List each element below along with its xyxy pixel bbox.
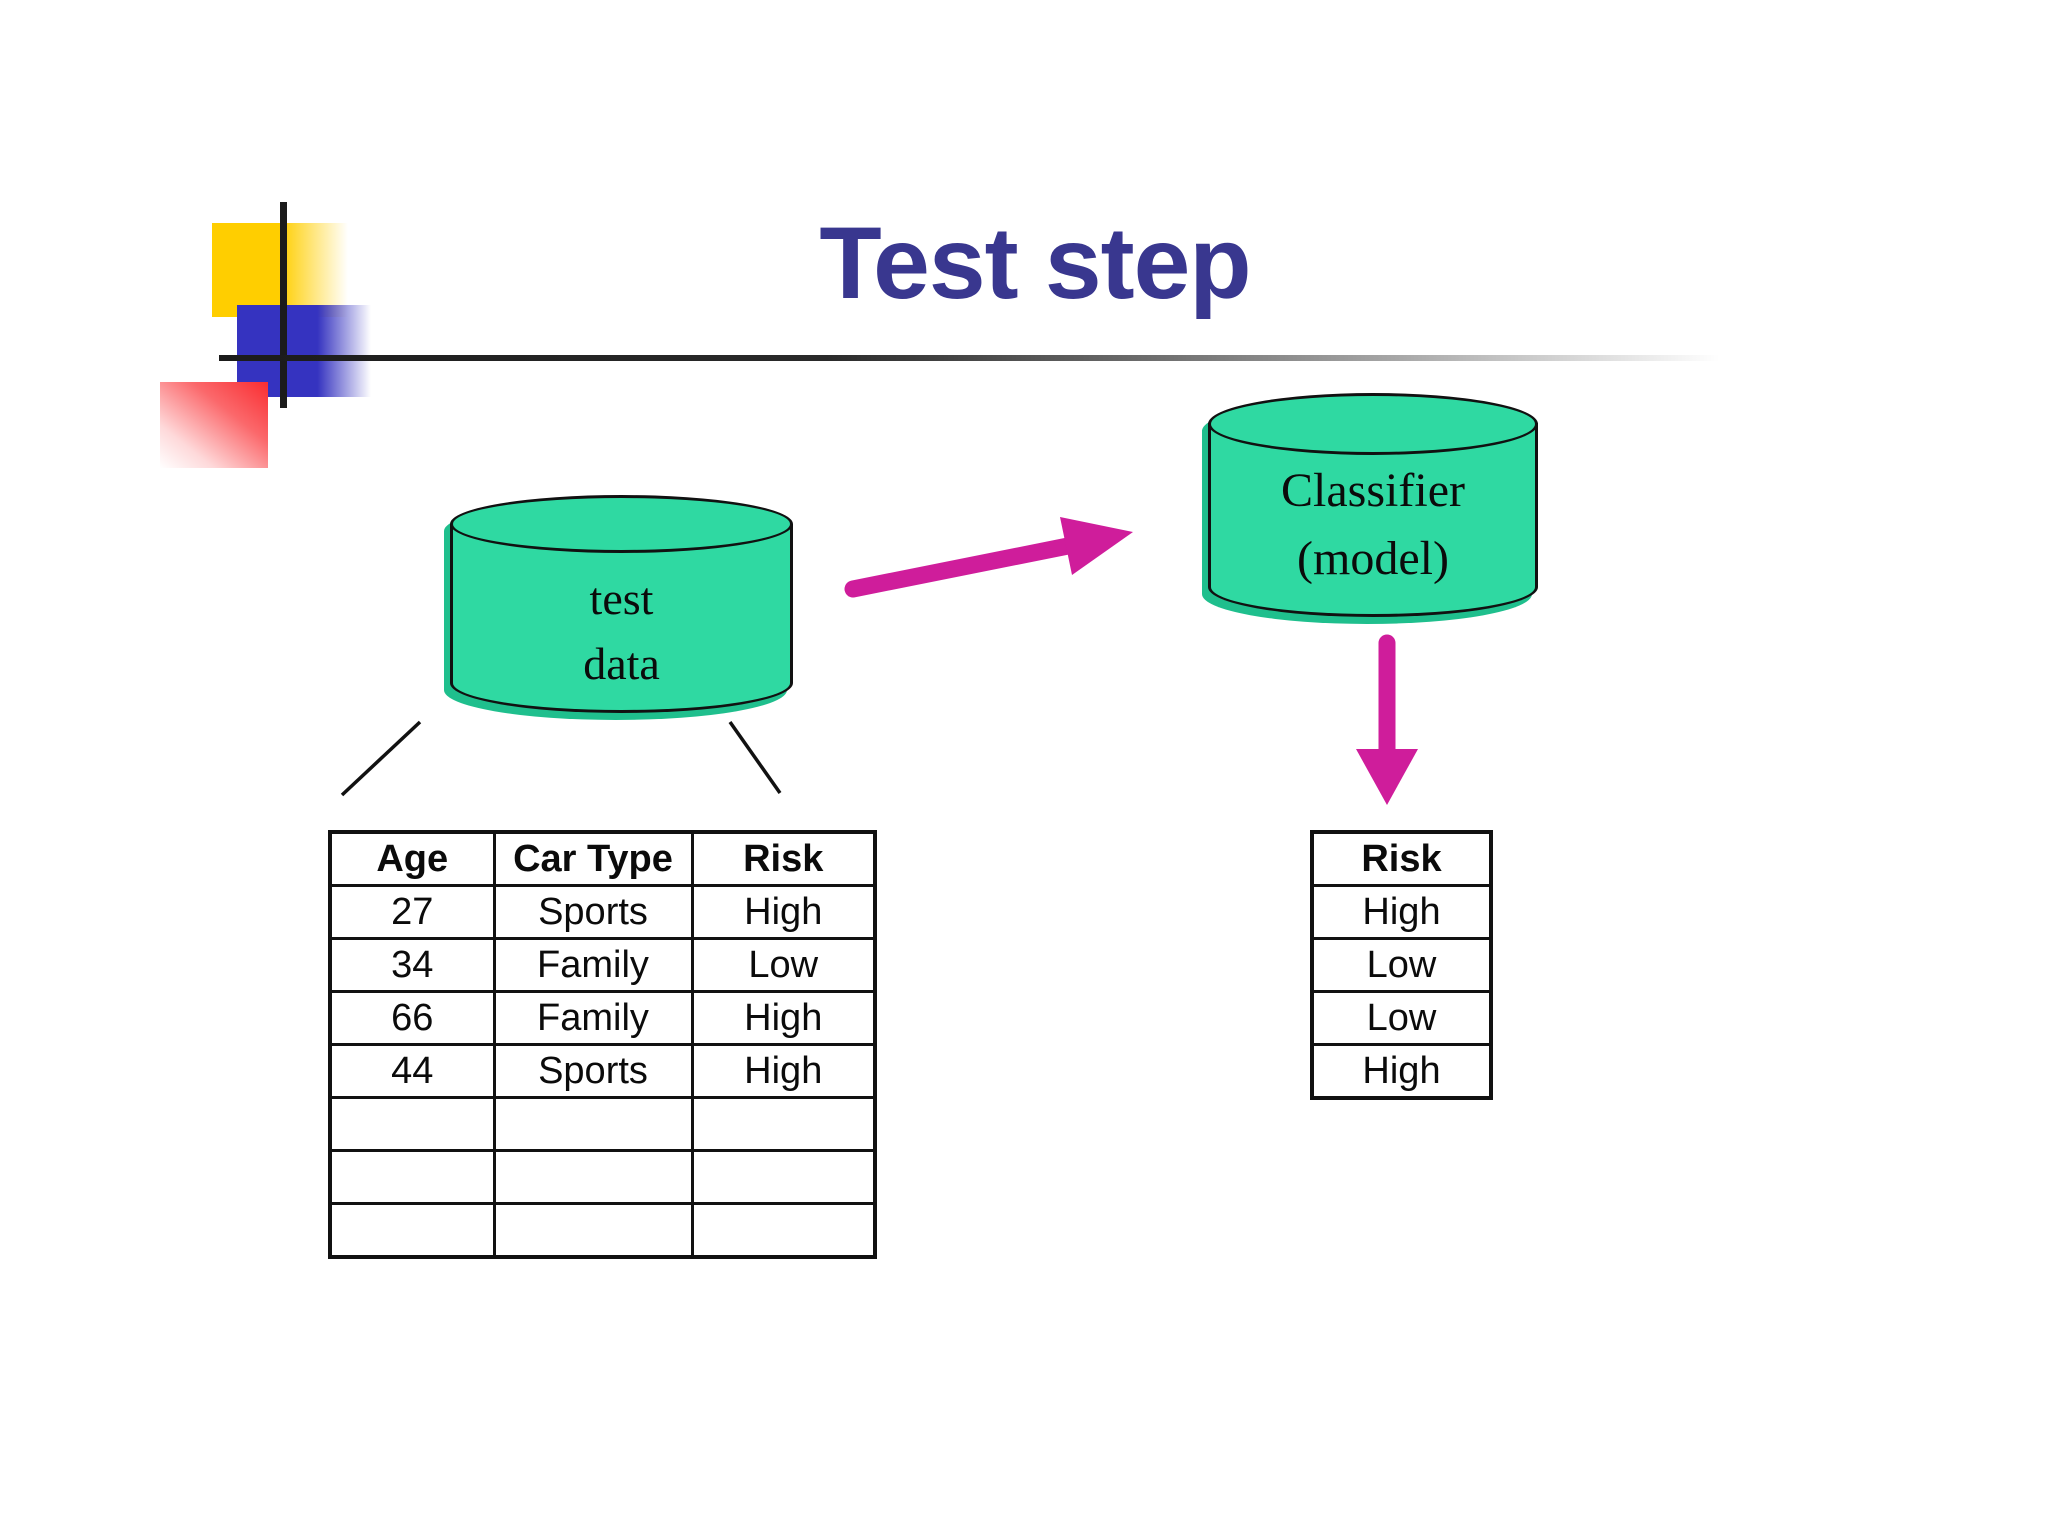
header-cell-age: Age: [328, 830, 496, 887]
cylinder-body: [1208, 423, 1538, 617]
table-cell: Low: [1310, 937, 1493, 993]
table-row: 66 Family High: [328, 990, 877, 1046]
table-row: Low: [1310, 990, 1493, 1046]
test-data-label-line2: data: [583, 638, 660, 689]
table-cell-empty: [690, 1202, 877, 1259]
classifier-label-line2: (model): [1297, 532, 1449, 585]
table-cell: Sports: [492, 1043, 694, 1099]
connector-line-left: [340, 720, 422, 797]
table-cell: 34: [328, 937, 496, 993]
table-cell-empty: [690, 1096, 877, 1152]
table-cell-empty: [492, 1096, 694, 1152]
table-cell: 66: [328, 990, 496, 1046]
test-data-cylinder: test data: [450, 495, 793, 713]
table-cell: Family: [492, 937, 694, 993]
table-cell: 44: [328, 1043, 496, 1099]
table-cell-empty: [492, 1202, 694, 1259]
table-cell-empty: [328, 1149, 496, 1205]
test-data-label-line1: test: [589, 573, 654, 624]
classifier-label: Classifier (model): [1208, 437, 1538, 613]
page-title: Test step: [819, 206, 1251, 320]
cylinder-body: [450, 524, 793, 713]
table-cell: 27: [328, 884, 496, 940]
table-cell: Low: [1310, 990, 1493, 1046]
classifier-cylinder: Classifier (model): [1208, 393, 1538, 617]
predicted-risk-table: Risk High Low Low High: [1310, 830, 1493, 1100]
flow-arrow-right-icon: [844, 517, 1133, 598]
header-cell-risk: Risk: [690, 830, 877, 887]
title-divider-line: [219, 355, 1735, 361]
table-cell: High: [690, 884, 877, 940]
table-row: 44 Sports High: [328, 1043, 877, 1099]
table-empty-row: [328, 1202, 877, 1259]
flow-arrow-down-icon: [1356, 634, 1418, 805]
table-cell: Low: [690, 937, 877, 993]
table-cell: Family: [492, 990, 694, 1046]
table-cell-empty: [492, 1149, 694, 1205]
test-data-label: test data: [450, 555, 793, 707]
cylinder-top-ellipse: [1208, 393, 1538, 455]
table-cell-empty: [328, 1202, 496, 1259]
table-cell: Sports: [492, 884, 694, 940]
table-empty-row: [328, 1096, 877, 1152]
table-cell-empty: [690, 1149, 877, 1205]
table-cell: High: [1310, 1043, 1493, 1100]
table-cell: High: [690, 1043, 877, 1099]
connector-line-right: [728, 720, 782, 795]
table-row: Low: [1310, 937, 1493, 993]
table-cell: High: [690, 990, 877, 1046]
cylinder-top-ellipse: [450, 495, 793, 553]
table-header-row: Risk: [1310, 830, 1493, 887]
header-cell-car-type: Car Type: [492, 830, 694, 887]
table-row: High: [1310, 1043, 1493, 1100]
accent-blue-square: [237, 305, 371, 397]
table-cell-empty: [328, 1096, 496, 1152]
test-data-table: Age Car Type Risk 27 Sports High 34 Fami…: [328, 830, 877, 1259]
classifier-label-line1: Classifier: [1281, 464, 1465, 517]
header-cell-risk: Risk: [1310, 830, 1493, 887]
table-row: High: [1310, 884, 1493, 940]
table-empty-row: [328, 1149, 877, 1205]
table-cell: High: [1310, 884, 1493, 940]
accent-red-square: [160, 382, 268, 468]
table-row: 34 Family Low: [328, 937, 877, 993]
accent-vertical-line: [280, 202, 287, 408]
table-header-row: Age Car Type Risk: [328, 830, 877, 887]
table-row: 27 Sports High: [328, 884, 877, 940]
